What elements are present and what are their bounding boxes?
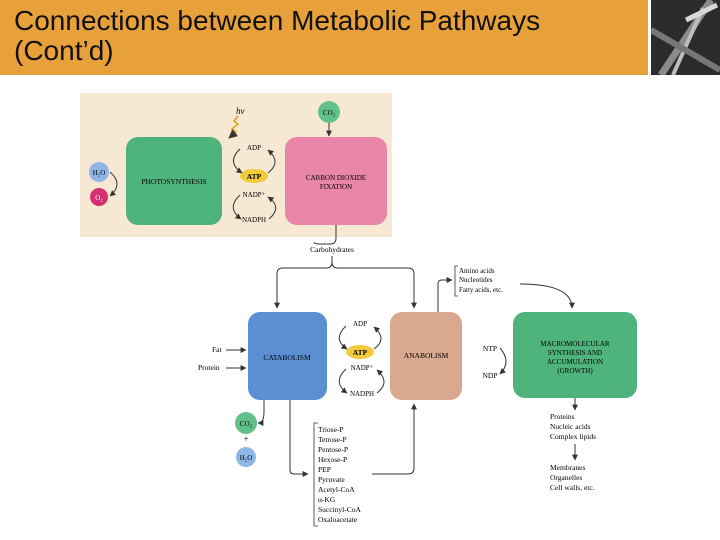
catabolism-box [248,312,327,400]
protein-label: Protein [198,363,220,372]
precursors-bracket [454,265,458,297]
nadph-top-label: NADPH [242,216,266,224]
carbon-fixation-label-2: FIXATION [320,183,352,191]
carbon-fixation-label-1: CARBON DIOXIDE [306,174,366,182]
intermediate-item: Oxaloacetate [318,515,358,524]
adp-mid-label: ADP [353,320,367,328]
precursor-item: Nucleotides [459,276,493,284]
intermediate-item: Acetyl-CoA [318,485,355,494]
o2-left-label: O₂ [95,194,103,202]
intermediates-bracket [313,422,318,527]
precursor-item: Fatty acids, etc. [459,286,503,294]
water-split-arrow [109,171,118,197]
title-bar: Connections between Metabolic Pathways (… [0,0,648,75]
h2o-bottom-label: H₂O [240,454,253,462]
light-label: hν [236,106,245,116]
intermediate-item: Triose-P [318,425,344,434]
intermediate-item: Pyruvate [318,475,345,484]
carbon-dioxide-fixation-box [285,137,387,225]
macromolecular-synthesis-box [513,312,637,398]
o2-left-molecule [90,188,108,206]
macromolecular-label-4: (GROWTH) [557,367,593,375]
structure-item: Organelles [550,473,582,482]
adp-to-atp-arrow [233,148,243,174]
macromolecular-label-1: MACROMOLECULAR [540,340,610,348]
atp-to-adp-arrow [267,149,276,174]
macromolecule-item: Complex lipids [550,432,596,441]
atp-adp-cycle-arrow [373,326,382,350]
macromolecule-item: Nucleic acids [550,422,591,431]
catabolism-to-intermediates-arrow [289,400,309,477]
photosynthesis-box [126,137,222,225]
crossed-sticks-icon [651,0,720,75]
anabolism-label: ANABOLISM [404,351,449,360]
precursor-item: Amino acids [459,267,495,275]
adp-top-label: ADP [247,144,261,152]
nadph-to-nadp-arrow [267,196,277,220]
photosynthesis-label: PHOTOSYNTHESIS [141,177,206,186]
h2o-left-label: H₂O [93,169,106,177]
macromolecular-label-2: SYNTHESIS AND [548,349,602,357]
carbohydrates-label: Carbohydrates [310,245,354,254]
co2-bottom-molecule [235,412,257,434]
light-arrow [228,115,240,139]
nadp-to-nadph-arrow [232,194,242,220]
title-line-1: Connections between Metabolic Pathways [14,5,541,36]
co2-bottom-label: CO₂ [240,420,253,428]
ntp-to-ndp-arrow [499,347,507,375]
anabolism-box [390,312,462,400]
ntp-label: NTP [483,344,497,353]
anabolism-to-precursors-arrow [437,277,453,313]
nadp-nadph-cycle-arrow [338,368,348,394]
ndp-label: NDP [482,371,497,380]
nadph-nadp-cycle-arrow [376,369,385,394]
macromolecular-label-3: ACCUMULATION [547,358,603,366]
intermediate-item: Tetrose-P [318,435,347,444]
intermediate-item: Pentose-P [318,445,348,454]
atp-top-badge [240,169,268,183]
catabolism-to-co2-arrow [257,400,265,426]
co2-top-molecule [318,101,340,123]
intermediate-item: PEP [318,465,331,474]
carbohydrates-to-catabolism-arrow [274,256,333,309]
atp-mid-badge [346,345,374,359]
nadp-top-label: NADP⁺ [243,191,266,199]
co2-top-label: CO₂ [323,109,336,117]
fat-label: Fat [212,345,223,354]
structure-item: Membranes [550,463,585,472]
h2o-bottom-molecule [236,447,256,467]
atp-top-label: ATP [247,172,262,181]
precursors-to-macromolecular-arrow [519,283,575,309]
nadp-mid-label: NADP⁺ [351,364,374,372]
structure-item: Cell walls, etc. [550,483,595,492]
intermediate-item: Succinyl-CoA [318,505,361,514]
decorative-corner-image [651,0,720,75]
nadph-mid-label: NADPH [350,390,374,398]
catabolism-label: CATABOLISM [263,353,311,362]
title-line-2: (Cont’d) [14,35,114,66]
slide-title: Connections between Metabolic Pathways (… [14,6,540,66]
adp-atp-cycle-arrow [338,325,348,350]
intermediate-item: α-KG [318,495,336,504]
carbon-fixation-to-carbohydrates-line [313,225,337,245]
h2o-left-molecule [89,162,109,182]
intermediate-item: Hexose-P [318,455,347,464]
macromolecule-item: Proteins [550,412,575,421]
carbohydrates-to-anabolism-arrow [331,261,417,309]
intermediates-to-anabolism-arrow [372,403,417,475]
atp-mid-label: ATP [353,348,368,357]
plus-sign: + [243,434,248,444]
